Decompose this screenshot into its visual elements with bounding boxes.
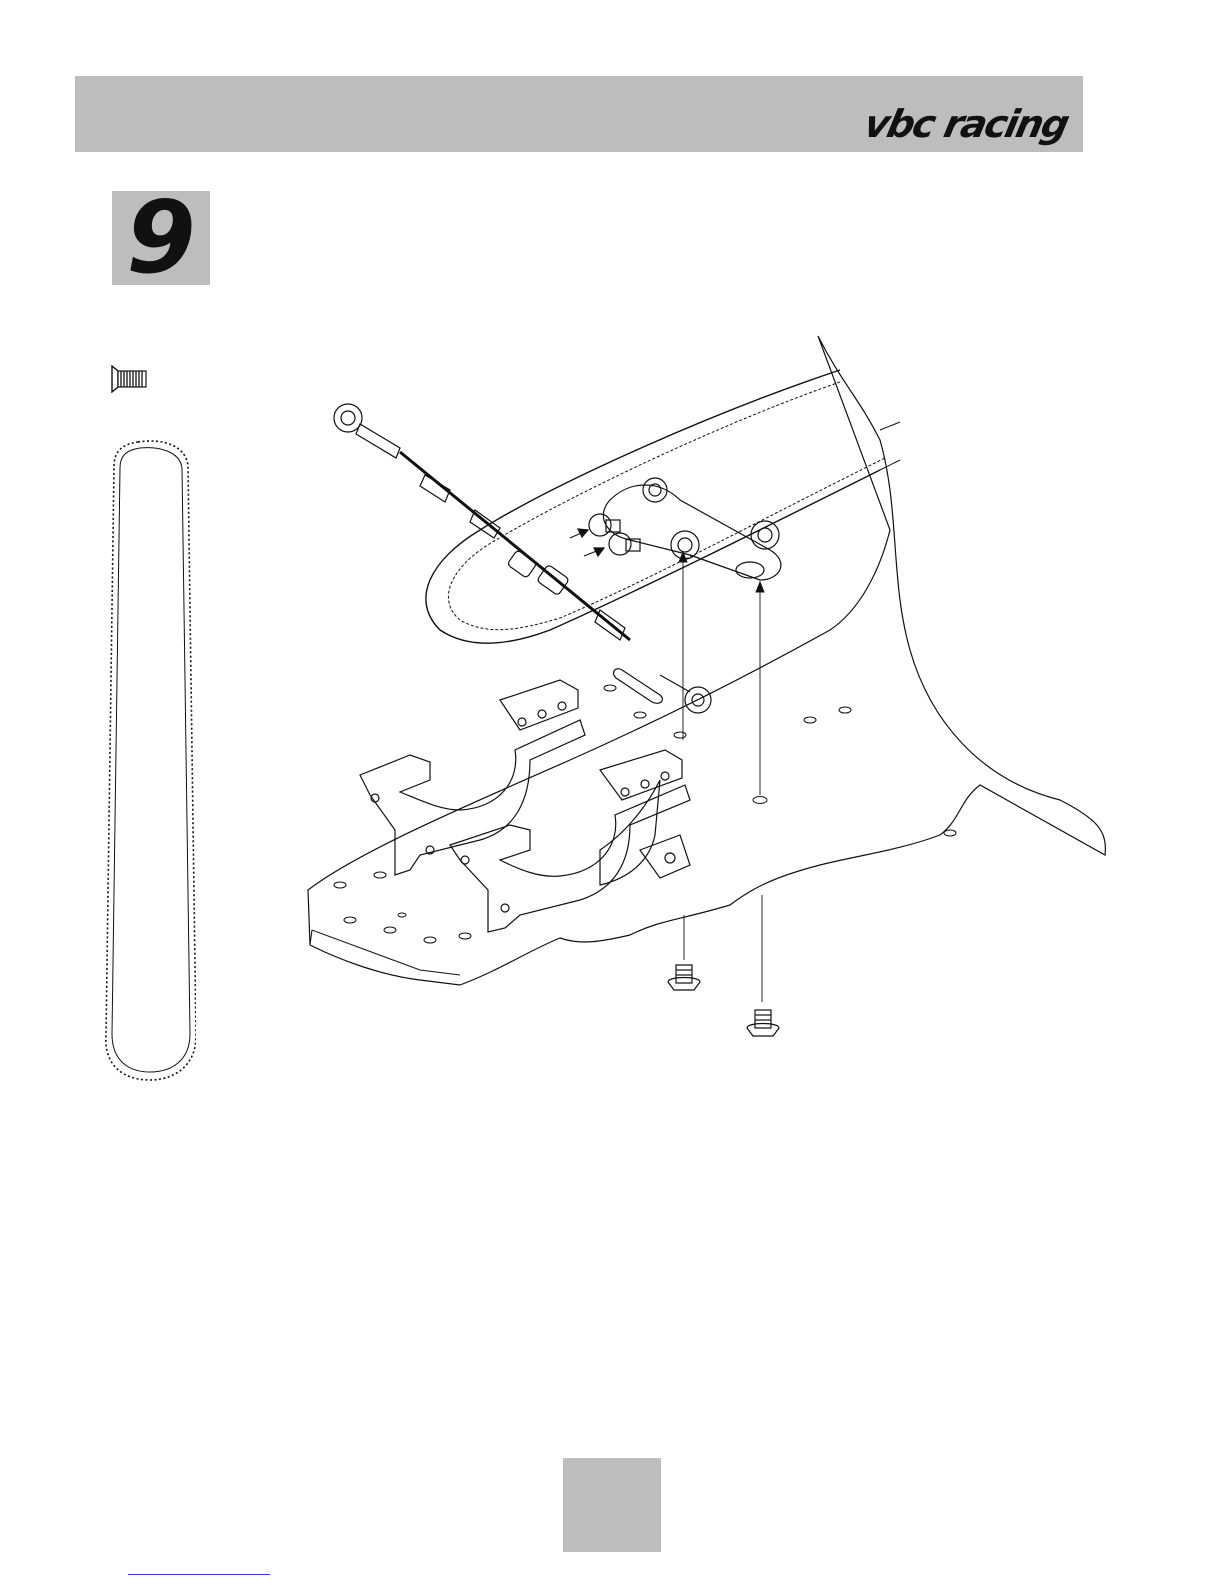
chassis-holes: [334, 685, 956, 943]
footer-link-underline[interactable]: [128, 1574, 270, 1575]
steering-link-rods: [334, 404, 711, 713]
drive-belt-icon: [104, 436, 196, 1082]
bell-crank: [603, 478, 781, 580]
chassis-assembly-diagram: [300, 330, 1120, 1060]
motor-mount-rear: [450, 750, 690, 932]
motor-mount-front: [360, 680, 585, 875]
drive-belt: [426, 370, 880, 643]
brand-logo: vbc racing: [861, 104, 1071, 144]
page-number-box: [563, 1458, 661, 1552]
step-badge: 9: [112, 191, 210, 285]
assembly-guide-lines: [679, 552, 764, 1002]
countersunk-screw-icon: [110, 365, 150, 393]
chassis-plate: [308, 336, 1105, 985]
ball-studs: [570, 514, 640, 556]
header-bar: vbc racing: [75, 76, 1083, 152]
step-number: 9: [112, 191, 210, 285]
chassis-slot: [614, 669, 663, 704]
